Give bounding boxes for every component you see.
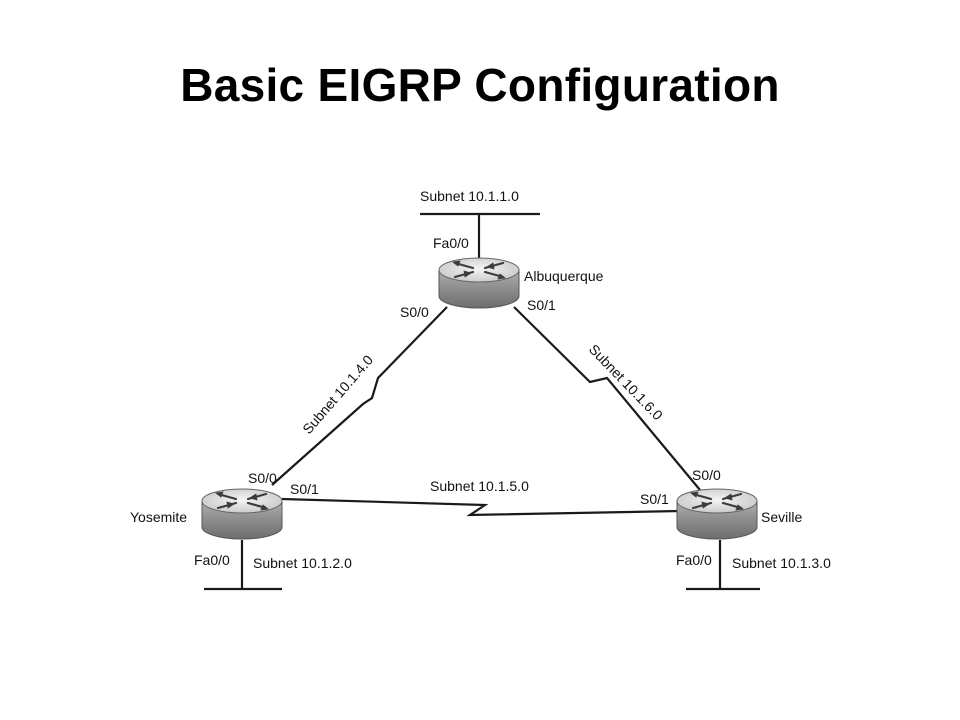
subnet-label: Subnet 10.1.2.0 — [253, 555, 352, 571]
slide-title: Basic EIGRP Configuration — [180, 59, 780, 111]
interface-label: S0/1 — [527, 297, 556, 313]
lan-segment-yosemite — [204, 540, 282, 591]
interface-label: S0/0 — [692, 467, 721, 483]
subnet-label: Subnet 10.1.4.0 — [299, 352, 376, 437]
subnet-label: Subnet 10.1.5.0 — [430, 478, 529, 494]
serial-link-yosemite-seville — [281, 497, 681, 517]
router-yosemite-icon — [200, 487, 284, 541]
serial-link-albuquerque-seville — [513, 306, 701, 491]
interface-label: Fa0/0 — [676, 552, 712, 568]
interface-label: S0/0 — [400, 304, 429, 320]
subnet-label: Subnet 10.1.1.0 — [420, 188, 519, 204]
router-seville-icon — [675, 487, 759, 541]
router-name-yosemite: Yosemite — [130, 509, 187, 525]
interface-label: Fa0/0 — [194, 552, 230, 568]
router-name-albuquerque: Albuquerque — [524, 268, 604, 284]
interface-label: S0/1 — [640, 491, 669, 507]
interface-label: S0/1 — [290, 481, 319, 497]
router-name-seville: Seville — [761, 509, 802, 525]
subnet-label: Subnet 10.1.3.0 — [732, 555, 831, 571]
interface-label: S0/0 — [248, 470, 277, 486]
lan-segment-albuquerque — [420, 212, 540, 262]
subnet-label: Subnet 10.1.6.0 — [586, 341, 666, 423]
interface-label: Fa0/0 — [433, 235, 469, 251]
serial-link-albuquerque-yosemite — [271, 306, 448, 486]
router-albuquerque-icon — [437, 256, 521, 310]
lan-segment-seville — [686, 540, 760, 591]
